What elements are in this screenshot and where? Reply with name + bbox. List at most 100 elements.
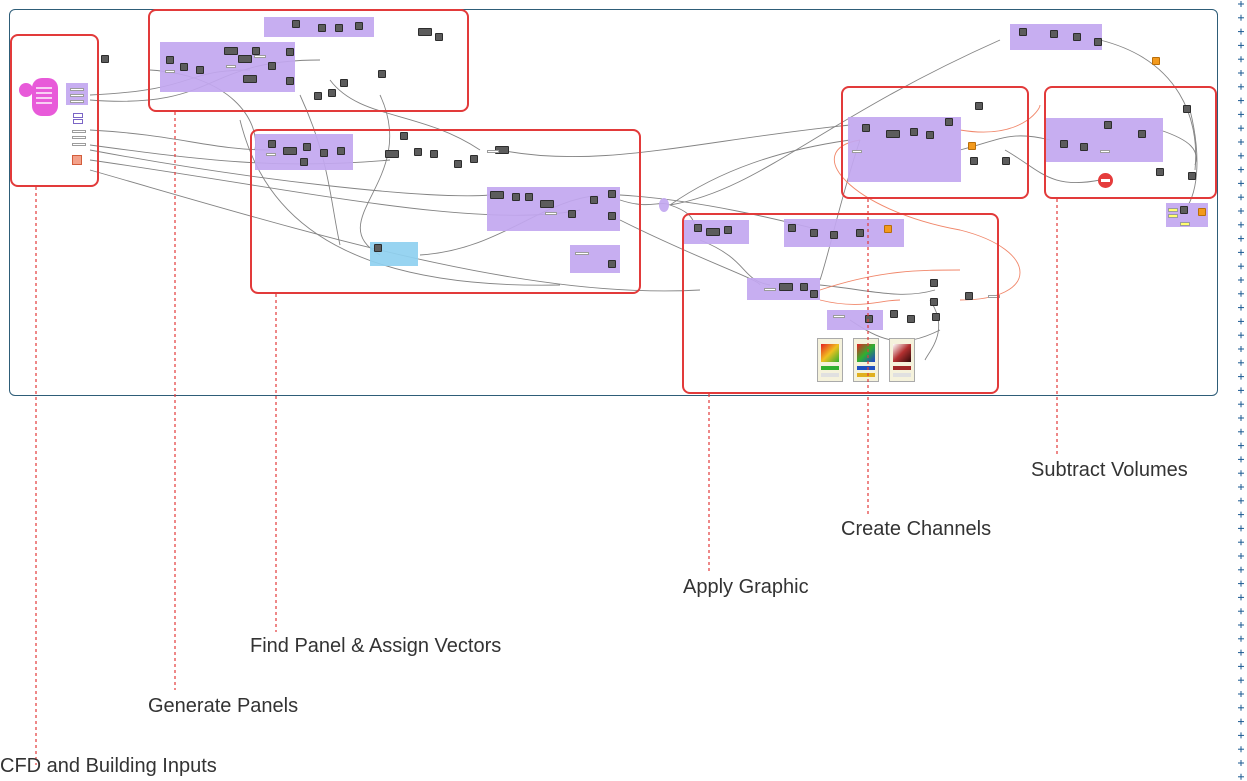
- text-panel[interactable]: [70, 88, 84, 91]
- text-panel[interactable]: [72, 155, 82, 165]
- component-node[interactable]: [414, 148, 422, 156]
- component-node[interactable]: [694, 224, 702, 232]
- color-gradient-swatch-icon[interactable]: [889, 338, 915, 382]
- component-node[interactable]: [224, 47, 238, 55]
- text-panel[interactable]: [764, 288, 776, 291]
- component-node[interactable]: [430, 150, 438, 158]
- magenta-parameter-hub-icon[interactable]: [18, 76, 62, 118]
- component-node[interactable]: [1050, 30, 1058, 38]
- component-node[interactable]: [525, 193, 533, 201]
- component-node[interactable]: [1188, 172, 1196, 180]
- component-node[interactable]: [1019, 28, 1027, 36]
- component-node[interactable]: [608, 212, 616, 220]
- component-node[interactable]: [830, 231, 838, 239]
- component-node[interactable]: [512, 193, 520, 201]
- component-node[interactable]: [283, 147, 297, 155]
- component-node[interactable]: [318, 24, 326, 32]
- component-node[interactable]: [706, 228, 720, 236]
- component-node[interactable]: [1094, 38, 1102, 46]
- color-gradient-swatch-icon[interactable]: [817, 338, 843, 382]
- component-node[interactable]: [1060, 140, 1068, 148]
- component-node[interactable]: [374, 244, 382, 252]
- text-panel[interactable]: [72, 143, 86, 146]
- component-node[interactable]: [435, 33, 443, 41]
- component-node[interactable]: [945, 118, 953, 126]
- component-node-orange[interactable]: [1198, 208, 1206, 216]
- component-node[interactable]: [932, 313, 940, 321]
- component-node[interactable]: [1002, 157, 1010, 165]
- component-node[interactable]: [975, 102, 983, 110]
- component-node[interactable]: [608, 190, 616, 198]
- component-node[interactable]: [292, 20, 300, 28]
- text-panel[interactable]: [72, 136, 86, 139]
- component-node-orange[interactable]: [968, 142, 976, 150]
- component-node[interactable]: [470, 155, 478, 163]
- text-panel[interactable]: [72, 130, 86, 133]
- component-node[interactable]: [268, 62, 276, 70]
- component-node[interactable]: [779, 283, 793, 291]
- component-node-orange[interactable]: [1152, 57, 1160, 65]
- component-node[interactable]: [252, 47, 260, 55]
- component-node[interactable]: [910, 128, 918, 136]
- component-node[interactable]: [965, 292, 973, 300]
- component-node[interactable]: [314, 92, 322, 100]
- component-node[interactable]: [286, 77, 294, 85]
- text-panel[interactable]: [73, 119, 83, 124]
- component-node[interactable]: [608, 260, 616, 268]
- component-node[interactable]: [166, 56, 174, 64]
- component-node[interactable]: [788, 224, 796, 232]
- component-node[interactable]: [196, 66, 204, 74]
- component-node-orange[interactable]: [884, 225, 892, 233]
- component-node[interactable]: [890, 310, 898, 318]
- text-panel[interactable]: [833, 315, 845, 318]
- text-panel[interactable]: [70, 94, 84, 97]
- component-node[interactable]: [907, 315, 915, 323]
- component-node[interactable]: [856, 229, 864, 237]
- text-panel[interactable]: [487, 150, 499, 153]
- component-node[interactable]: [320, 149, 328, 157]
- component-node[interactable]: [490, 191, 504, 199]
- component-node[interactable]: [590, 196, 598, 204]
- component-node[interactable]: [810, 229, 818, 237]
- component-node[interactable]: [862, 124, 870, 132]
- text-panel[interactable]: [1168, 214, 1178, 218]
- component-node[interactable]: [1180, 206, 1188, 214]
- component-node[interactable]: [1156, 168, 1164, 176]
- component-node[interactable]: [568, 210, 576, 218]
- component-node[interactable]: [1104, 121, 1112, 129]
- text-panel[interactable]: [254, 55, 266, 58]
- component-node[interactable]: [540, 200, 554, 208]
- text-panel[interactable]: [165, 70, 175, 73]
- component-node[interactable]: [340, 79, 348, 87]
- component-node[interactable]: [180, 63, 188, 71]
- text-panel[interactable]: [266, 153, 276, 156]
- component-node[interactable]: [378, 70, 386, 78]
- component-node[interactable]: [268, 140, 276, 148]
- text-panel[interactable]: [545, 212, 557, 215]
- component-node[interactable]: [1080, 143, 1088, 151]
- component-node[interactable]: [400, 132, 408, 140]
- component-node[interactable]: [337, 147, 345, 155]
- text-panel[interactable]: [226, 65, 236, 68]
- component-node[interactable]: [238, 55, 252, 63]
- component-node[interactable]: [1073, 33, 1081, 41]
- component-node[interactable]: [303, 143, 311, 151]
- component-node[interactable]: [101, 55, 109, 63]
- component-node[interactable]: [1183, 105, 1191, 113]
- text-panel[interactable]: [988, 295, 1000, 298]
- text-panel[interactable]: [852, 150, 862, 153]
- component-node[interactable]: [286, 48, 294, 56]
- component-node[interactable]: [930, 298, 938, 306]
- component-node[interactable]: [385, 150, 399, 158]
- text-panel[interactable]: [1180, 222, 1190, 226]
- component-node[interactable]: [800, 283, 808, 291]
- text-panel[interactable]: [70, 100, 84, 103]
- component-node[interactable]: [886, 130, 900, 138]
- component-node[interactable]: [865, 315, 873, 323]
- component-node[interactable]: [335, 24, 343, 32]
- component-node[interactable]: [418, 28, 432, 36]
- text-panel[interactable]: [1100, 150, 1110, 153]
- text-panel[interactable]: [575, 252, 589, 255]
- component-node[interactable]: [328, 89, 336, 97]
- component-node[interactable]: [970, 157, 978, 165]
